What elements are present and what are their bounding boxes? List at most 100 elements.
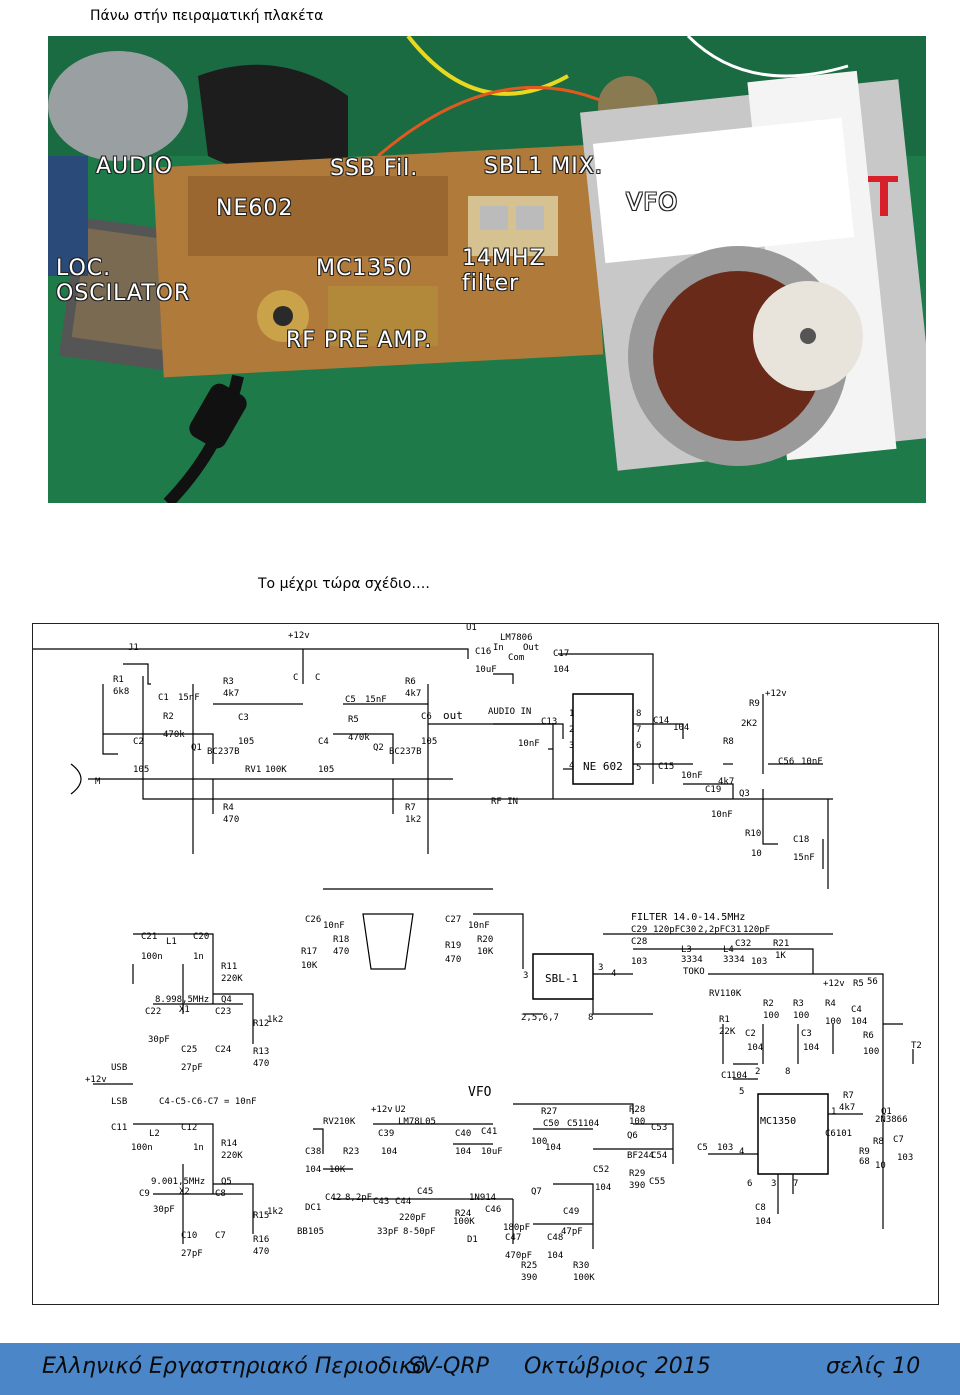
lbl-220k-1: 220K [221, 974, 243, 984]
lbl-bc237b-1: BC237B [207, 747, 240, 757]
footer-callsign: SV-QRP [408, 1354, 489, 1379]
photo-label-rf-pre-amp: RF PRE AMP. [286, 328, 433, 353]
lbl-104-c4b: 104 [851, 1017, 867, 1027]
lbl-104-c48: 104 [547, 1251, 563, 1261]
lbl-c45: C45 [417, 1187, 433, 1197]
lbl-30pf-1: 30pF [148, 1035, 170, 1045]
lbl-r30: R30 [573, 1261, 589, 1271]
lbl-pin4: 4 [569, 761, 574, 771]
lbl-r13: R13 [253, 1047, 269, 1057]
lbl-103-c7b: 103 [897, 1153, 913, 1163]
lbl-103-c5b: 103 [717, 1143, 733, 1153]
lbl-104-c51: 104 [583, 1119, 599, 1129]
lbl-bb105: BB105 [297, 1227, 324, 1237]
lbl-104-c2b: 104 [747, 1043, 763, 1053]
lbl-1n-1: 1n [193, 952, 204, 962]
lbl-mc-pin1: 1 [831, 1107, 836, 1117]
lbl-180pf: 180pF [503, 1223, 530, 1233]
photo-label-ssb-filter: SSB Fil. [330, 156, 419, 181]
lbl-c16: C16 [475, 647, 491, 657]
lbl-u1: U1 [466, 624, 477, 633]
lbl-c31: C31 [725, 925, 741, 935]
lbl-r5b: R5 [853, 979, 864, 989]
lbl-10nf-2: 10nF [681, 771, 703, 781]
lbl-c25: C25 [181, 1045, 197, 1055]
lbl-r29: R29 [629, 1169, 645, 1179]
lbl-2k2: 2K2 [741, 719, 757, 729]
lbl-out-label: out [443, 709, 463, 722]
lbl-in: In [493, 643, 504, 653]
lbl-com: Com [508, 653, 524, 663]
lbl-plus12v-1: +12v [288, 631, 310, 641]
lbl-u2: U2 [395, 1105, 406, 1115]
lbl-c51: C51 [567, 1119, 583, 1129]
lbl-1k2-3: 1k2 [267, 1207, 283, 1217]
lbl-10nf-4: 10nF [801, 757, 823, 767]
lbl-10k-1: 10K [301, 961, 318, 971]
lbl-c44: C44 [395, 1197, 411, 1207]
lbl-68: 68 [859, 1157, 870, 1167]
lbl-c32: C32 [735, 939, 751, 949]
photo-caption: Πάνω στήν πειραματική πλακέτα [90, 8, 324, 24]
lbl-r3b: R3 [793, 999, 804, 1009]
footer-page-number: σελίς 10 [826, 1354, 921, 1379]
lbl-4k7-r7b: 4k7 [839, 1103, 855, 1113]
lbl-q7: Q7 [531, 1187, 542, 1197]
lbl-15nf-3: 15nF [793, 853, 815, 863]
lbl-c29: C29 [631, 925, 647, 935]
photo-label-vfo: VFO [626, 188, 679, 216]
lbl-105-4: 105 [421, 737, 437, 747]
lbl-lm7806: LM7806 [500, 633, 533, 643]
lbl-c27: C27 [445, 915, 461, 925]
lbl-c4: C4 [318, 737, 329, 747]
lbl-mc-pin7: 7 [793, 1179, 798, 1189]
lbl-c39: C39 [378, 1129, 394, 1139]
lbl-c2: C2 [133, 737, 144, 747]
lbl-104-c38: 104 [305, 1165, 321, 1175]
lbl-c53: C53 [651, 1123, 667, 1133]
lbl-r18: R18 [333, 935, 349, 945]
lbl-c4567: C4-C5-C6-C7 = 10nF [159, 1097, 257, 1107]
lbl-r15: R15 [253, 1211, 269, 1221]
lbl-c46: C46 [485, 1205, 501, 1215]
lbl-c6: C6 [421, 712, 432, 722]
lbl-mc-pin8: 8 [785, 1067, 790, 1077]
lbl-pin6: 6 [636, 741, 641, 751]
lbl-104-c52: 104 [595, 1183, 611, 1193]
lbl-r12: R12 [253, 1019, 269, 1029]
lbl-r25: R25 [521, 1261, 537, 1271]
lbl-390-2: 390 [521, 1273, 537, 1283]
lbl-r6b: R6 [863, 1031, 874, 1041]
lbl-r3: R3 [223, 677, 234, 687]
lbl-100-r2b: 100 [763, 1011, 779, 1021]
breadboard-photo-art [48, 36, 926, 503]
lbl-q3: Q3 [739, 789, 750, 799]
lbl-c12: C12 [181, 1123, 197, 1133]
lbl-c42: C42 [325, 1193, 341, 1203]
lbl-15nf-2: 15nF [365, 695, 387, 705]
lbl-c28: C28 [631, 937, 647, 947]
lbl-r2: R2 [163, 712, 174, 722]
lbl-r5: R5 [348, 715, 359, 725]
lbl-c18: C18 [793, 835, 809, 845]
lbl-lsb: LSB [111, 1097, 127, 1107]
lbl-104-c3b: 104 [803, 1043, 819, 1053]
lbl-r19: R19 [445, 941, 461, 951]
lbl-6k8: 6k8 [113, 687, 129, 697]
lbl-10nf-6: 10nF [468, 921, 490, 931]
lbl-pin8: 8 [636, 709, 641, 719]
lbl-10nf-5: 10nF [323, 921, 345, 931]
lbl-103-1: 103 [631, 957, 647, 967]
lbl-c8: C8 [215, 1189, 226, 1199]
lbl-470pf: 470pF [505, 1251, 532, 1261]
lbl-100-r28: 100 [629, 1117, 645, 1127]
lbl-390-1: 390 [629, 1181, 645, 1191]
lbl-r11: R11 [221, 962, 237, 972]
lbl-vfo: VFO [468, 1085, 492, 1100]
lbl-104-c1b: 104 [731, 1071, 747, 1081]
lbl-pin3: 3 [569, 741, 574, 751]
lbl-l3: L3 [681, 945, 692, 955]
lbl-27pf-1: 27pF [181, 1063, 203, 1073]
lbl-l2: L2 [149, 1129, 160, 1139]
lbl-c47: C47 [505, 1233, 521, 1243]
